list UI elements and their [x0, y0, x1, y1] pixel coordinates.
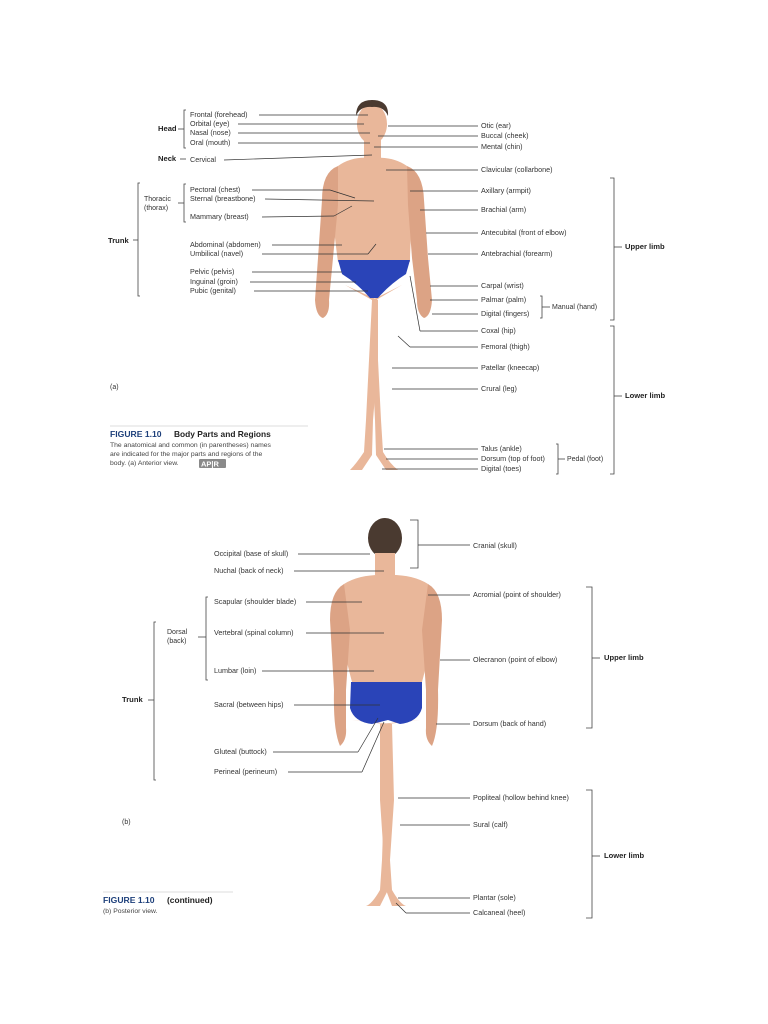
label-buccal: Buccal (cheek): [481, 131, 529, 140]
label-axillary: Axillary (armpit): [481, 186, 531, 195]
caption-figure-a: FIGURE 1.10: [110, 429, 162, 439]
label-scapular: Scapular (shoulder blade): [214, 597, 296, 606]
label-antecubital: Antecubital (front of elbow): [481, 228, 567, 237]
label-perineal: Perineal (perineum): [214, 767, 277, 776]
group-trunk-anterior: Trunk: [108, 236, 129, 245]
label-nasal: Nasal (nose): [190, 128, 231, 137]
group-trunk-posterior: Trunk: [122, 695, 143, 704]
label-pelvic: Pelvic (pelvis): [190, 267, 234, 276]
anterior-body-figure: [315, 100, 432, 470]
brackets-anterior-right: [540, 177, 622, 475]
caption-figure-b: FIGURE 1.10: [103, 895, 155, 905]
group-head: Head: [158, 124, 177, 133]
posterior-body-figure: [330, 518, 442, 906]
caption-line2-a: are indicated for the major parts and re…: [110, 451, 262, 458]
caption-line1-a: The anatomical and common (in parenthese…: [110, 442, 272, 449]
label-lumbar: Lumbar (loin): [214, 666, 256, 675]
brackets-posterior-right: [586, 586, 600, 919]
brackets-anterior-left: [133, 109, 186, 297]
label-coxal: Coxal (hip): [481, 326, 516, 335]
label-umbilical: Umbilical (navel): [190, 249, 243, 258]
label-inguinal: Inguinal (groin): [190, 277, 238, 286]
panel-label-b: (b): [122, 819, 131, 826]
label-nuchal: Nuchal (back of neck): [214, 566, 284, 575]
label-pectoral: Pectoral (chest): [190, 185, 240, 194]
label-popliteal: Popliteal (hollow behind knee): [473, 793, 569, 802]
leader-lines-posterior-left: [262, 553, 385, 773]
label-sacral: Sacral (between hips): [214, 700, 284, 709]
leader-lines-posterior-right: [395, 519, 470, 914]
label-orbital: Orbital (eye): [190, 119, 230, 128]
label-crural: Crural (leg): [481, 384, 517, 393]
group-dorsal: Dorsal: [167, 629, 188, 636]
label-abdominal: Abdominal (abdomen): [190, 240, 261, 249]
label-pubic: Pubic (genital): [190, 286, 236, 295]
leader-lines-anterior-right: [374, 125, 478, 470]
label-dorsum-hand: Dorsum (back of hand): [473, 719, 546, 728]
label-mental: Mental (chin): [481, 142, 523, 151]
label-calcaneal: Calcaneal (heel): [473, 908, 525, 917]
label-plantar: Plantar (sole): [473, 893, 516, 902]
group-neck: Neck: [158, 154, 177, 163]
panel-label-a: (a): [110, 384, 119, 391]
group-manual: Manual (hand): [552, 304, 597, 311]
label-talus: Talus (ankle): [481, 444, 522, 453]
group-pedal: Pedal (foot): [567, 456, 603, 463]
label-femoral: Femoral (thigh): [481, 342, 530, 351]
group-lower-limb-posterior: Lower limb: [604, 851, 644, 860]
group-upper-limb-anterior: Upper limb: [625, 242, 665, 251]
label-sural: Sural (calf): [473, 820, 508, 829]
label-frontal: Frontal (forehead): [190, 110, 248, 119]
label-digital-fingers: Digital (fingers): [481, 309, 529, 318]
group-upper-limb-posterior: Upper limb: [604, 653, 644, 662]
label-oral: Oral (mouth): [190, 138, 230, 147]
group-dorsal-sub: (back): [167, 638, 186, 645]
label-cranial: Cranial (skull): [473, 541, 517, 550]
label-occipital: Occipital (base of skull): [214, 549, 288, 558]
group-thoracic: Thoracic: [144, 196, 171, 203]
label-mammary: Mammary (breast): [190, 212, 249, 221]
label-brachial: Brachial (arm): [481, 205, 526, 214]
label-palmar: Palmar (palm): [481, 295, 526, 304]
group-lower-limb-anterior: Lower limb: [625, 391, 665, 400]
label-cervical: Cervical: [190, 155, 216, 164]
leader-lines-anterior-left: [223, 114, 377, 292]
label-antebrachial: Antebrachial (forearm): [481, 249, 553, 258]
label-sternal: Sternal (breastbone): [190, 194, 256, 203]
label-carpal: Carpal (wrist): [481, 281, 524, 290]
label-otic: Otic (ear): [481, 121, 511, 130]
apr-badge[interactable]: AP|R: [201, 460, 220, 469]
label-olecranon: Olecranon (point of elbow): [473, 655, 557, 664]
label-digital-toes: Digital (toes): [481, 464, 521, 473]
label-gluteal: Gluteal (buttock): [214, 747, 267, 756]
label-dorsum-foot: Dorsum (top of foot): [481, 454, 545, 463]
caption-line3-a: body. (a) Anterior view.: [110, 460, 179, 467]
label-acromial: Acromial (point of shoulder): [473, 590, 561, 599]
label-vertebral: Vertebral (spinal column): [214, 628, 294, 637]
caption-title-b: (continued): [167, 895, 213, 905]
label-clavicular: Clavicular (collarbone): [481, 165, 553, 174]
group-thoracic-sub: (thorax): [144, 205, 168, 212]
label-patellar: Patellar (kneecap): [481, 363, 539, 372]
caption-line1-b: (b) Posterior view.: [103, 908, 158, 915]
caption-title-a: Body Parts and Regions: [174, 429, 271, 439]
brackets-posterior-left: [148, 596, 208, 781]
